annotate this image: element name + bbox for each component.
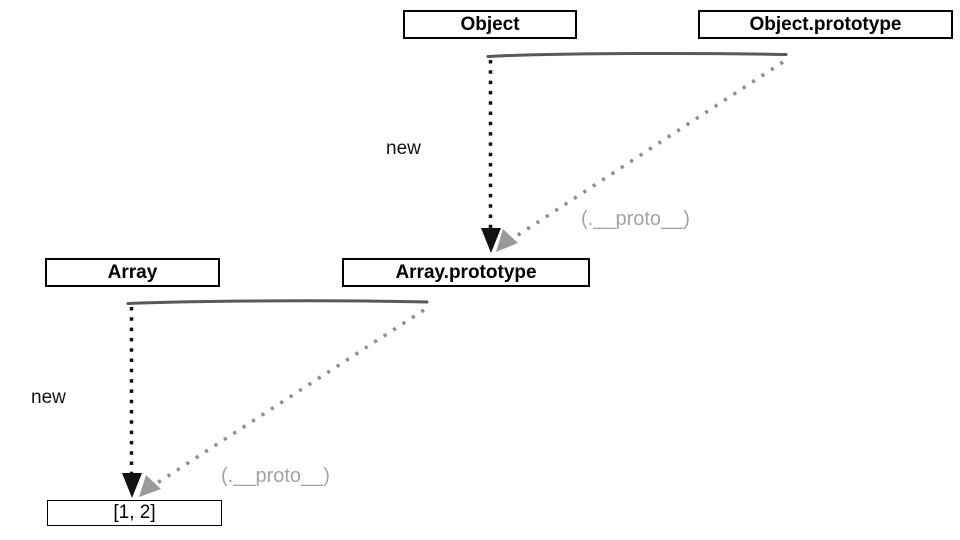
node-array-prototype: Array.prototype — [342, 258, 590, 287]
new-arrowhead-bottom — [122, 473, 142, 498]
node-object-prototype: Object.prototype — [698, 10, 953, 39]
edge-label-proto-bottom: (.__proto__) — [221, 465, 330, 487]
proto-edge-array-prototype-to-instance — [150, 308, 425, 489]
node-array-instance: [1, 2] — [47, 500, 222, 526]
object-row-connector-line — [486, 51, 788, 58]
node-array: Array — [45, 258, 220, 287]
proto-arrowhead-top — [496, 229, 518, 252]
proto-arrowhead-bottom — [139, 475, 161, 497]
edge-label-new-top: new — [386, 138, 421, 159]
edge-label-proto-top: (.__proto__) — [581, 208, 690, 230]
edge-label-new-bottom: new — [31, 387, 66, 408]
node-object: Object — [403, 10, 577, 39]
new-arrowhead-top — [481, 228, 501, 253]
array-row-connector-line — [126, 299, 429, 305]
